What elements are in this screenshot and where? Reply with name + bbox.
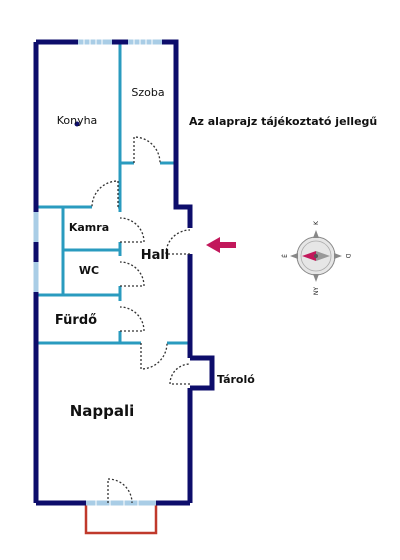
room-label-hall: Hall [141,248,170,263]
compass-label-north: K [313,220,320,225]
inner-walls [36,42,190,345]
room-label-tarolo: Tároló [217,373,255,386]
windows [33,39,162,506]
room-label-kamra: Kamra [69,221,109,234]
room-label-furdo: Fürdő [55,313,97,328]
compass-icon [290,230,342,282]
door-gaps [92,160,193,384]
entrance-arrow-icon [206,237,236,253]
balcony [84,503,158,535]
room-label-nappali: Nappali [70,402,135,420]
compass-label-south: NY [313,287,320,295]
room-label-szoba: Szoba [131,86,164,99]
window-hatch [83,39,153,506]
disclaimer-note: Az alaprajz tájékoztató jellegű [189,115,377,128]
room-label-wc: WC [79,264,99,277]
door-arcs [91,136,191,504]
compass-label-east: D [344,254,351,259]
room-label-konyha: Konyha [57,114,98,127]
kitchen-marker [74,121,80,127]
compass-label-west: É [281,254,289,258]
